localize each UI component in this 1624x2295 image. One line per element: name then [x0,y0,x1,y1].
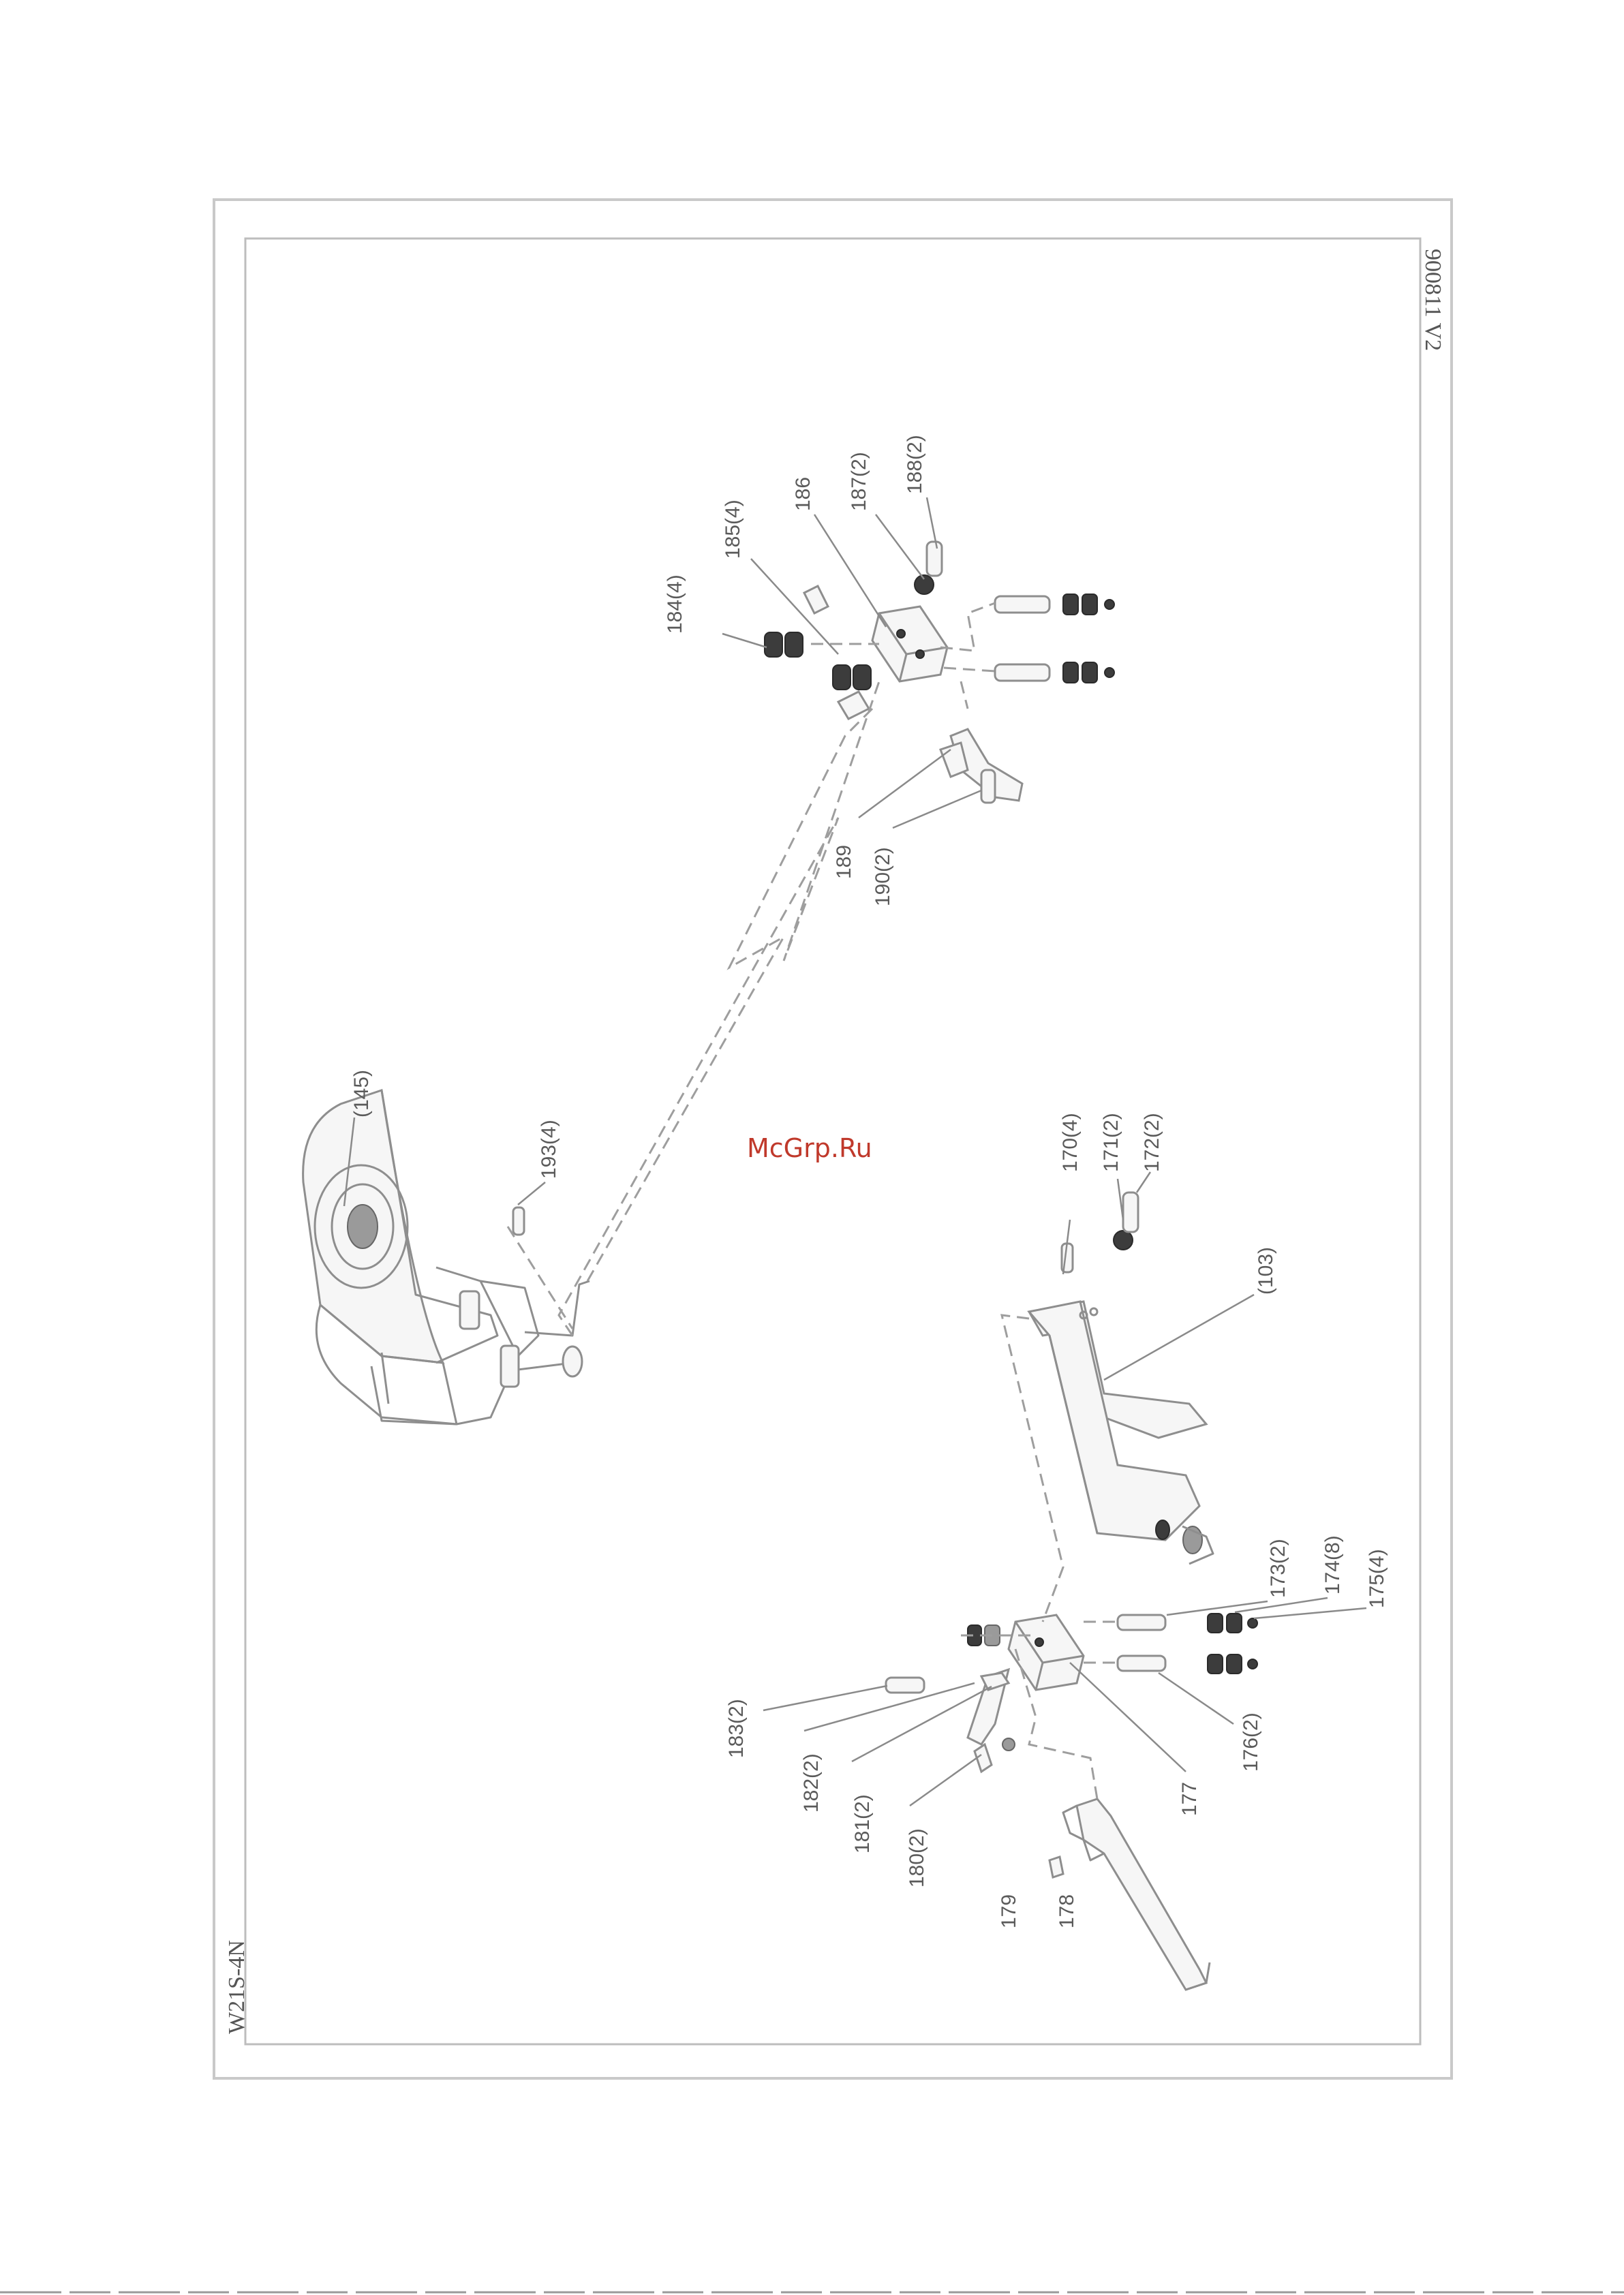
label-170: 170(4) [1059,1113,1082,1172]
watermark: McGrp.Ru [747,1133,872,1163]
part-179-bracket [1063,1799,1210,1990]
label-182: 182(2) [800,1753,823,1813]
label-177: 177 [1178,1782,1201,1816]
revision-tag: 900811 V2 [1420,249,1445,351]
label-180: 180(2) [906,1828,928,1888]
label-172: 172(2) [1141,1113,1163,1172]
label-145: (145) [350,1070,373,1118]
label-174: 174(8) [1321,1535,1344,1595]
label-173: 173(2) [1267,1539,1289,1598]
label-181: 181(2) [851,1794,874,1853]
model-tag: W21S-4N [224,1940,249,2034]
label-193: 193(4) [538,1120,560,1179]
label-186: 186 [792,477,814,511]
part-labels: (145) 193(4) (103) 170(4) 171(2) 172(2) … [350,435,1388,1928]
label-187: 187(2) [848,452,870,511]
label-171: 171(2) [1100,1113,1122,1172]
label-188: 188(2) [904,435,926,494]
label-185: 185(4) [722,499,744,559]
label-189: 189 [833,845,855,879]
label-190: 190(2) [872,847,894,906]
label-184: 184(4) [664,574,686,634]
part-103-beam [1029,1301,1213,1564]
part-186-block [872,606,947,681]
label-179: 179 [998,1894,1020,1928]
label-178: 178 [1056,1894,1078,1928]
label-103: (103) [1255,1247,1277,1295]
label-183: 183(2) [725,1699,748,1758]
label-175: 175(4) [1366,1549,1388,1608]
label-176: 176(2) [1240,1712,1262,1772]
